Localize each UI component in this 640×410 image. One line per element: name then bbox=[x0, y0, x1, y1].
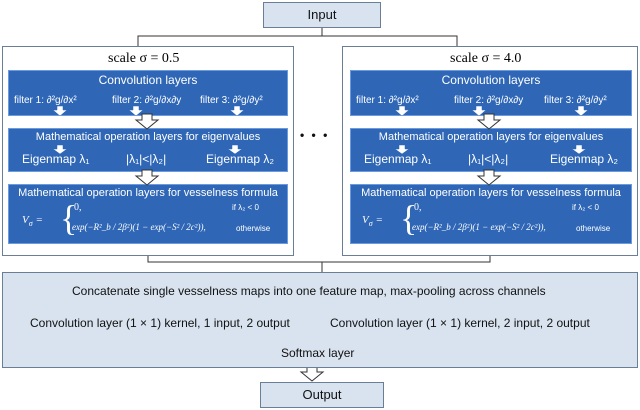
filter-2-left: filter 2: ∂²g/∂x∂y bbox=[112, 95, 182, 106]
eigen-title-right: Mathematical operation layers for eigenv… bbox=[378, 131, 604, 143]
formula-v-left: V bbox=[22, 214, 29, 226]
eigen-compare-left: |λ₁|<|λ₂| bbox=[126, 152, 167, 166]
eigen-compare-right: |λ₁|<|λ₂| bbox=[468, 152, 509, 166]
input-box: Input bbox=[263, 2, 381, 28]
vesselness-box-left bbox=[8, 184, 288, 244]
eigenmap-2-left: Eigenmap λ₂ bbox=[206, 152, 275, 166]
conv-layer-2-text: Convolution layer (1 × 1) kernel, 2 inpu… bbox=[330, 316, 590, 330]
conv-layer-1-text: Convolution layer (1 × 1) kernel, 1 inpu… bbox=[30, 316, 290, 330]
formula-case2-right: exp(−R²_b / 2β²)(1 − exp(−S² / 2c²)), bbox=[412, 222, 546, 232]
softmax-text: Softmax layer bbox=[281, 346, 355, 360]
filter-1-right: filter 1: ∂²g/∂x² bbox=[356, 95, 419, 106]
eigen-title-left: Mathematical operation layers for eigenv… bbox=[35, 131, 261, 143]
aggregation-box bbox=[2, 272, 638, 368]
formula-lhs-left: Vσ = bbox=[22, 214, 43, 229]
input-connector-left bbox=[137, 28, 323, 46]
formula-case1-left: 0, bbox=[74, 202, 82, 213]
input-label: Input bbox=[307, 7, 337, 22]
filter-3-left: filter 3: ∂²g/∂y² bbox=[200, 95, 263, 106]
scale-label-left: scale σ = 0.5 bbox=[108, 51, 180, 66]
input-connectors bbox=[137, 28, 458, 46]
formula-cond2-right: otherwise bbox=[576, 224, 611, 233]
formula-cond2-left: otherwise bbox=[236, 224, 271, 233]
vessel-title-right: Mathematical operation layers for vessel… bbox=[361, 187, 621, 199]
scale-label-right: scale σ = 4.0 bbox=[450, 51, 522, 66]
merge-connector-right bbox=[321, 256, 491, 272]
eigenmap-1-left: Eigenmap λ₁ bbox=[22, 152, 90, 166]
formula-brace-right: { bbox=[400, 198, 418, 238]
eigenmap-1-right: Eigenmap λ₁ bbox=[364, 152, 432, 166]
conv-title-right: Convolution layers bbox=[441, 73, 541, 87]
formula-cond1-left: if λ₂ < 0 bbox=[232, 203, 259, 212]
output-arrow bbox=[299, 365, 325, 382]
output-label: Output bbox=[302, 387, 342, 402]
formula-cond1-right: if λ₂ < 0 bbox=[572, 203, 599, 212]
formula-case1-right: 0, bbox=[414, 202, 422, 213]
formula-brace-left: { bbox=[60, 198, 78, 238]
filter-3-right: filter 3: ∂²g/∂y² bbox=[544, 95, 607, 106]
filter-2-right: filter 2: ∂²g/∂x∂y bbox=[454, 95, 524, 106]
formula-lhs-right: Vσ = bbox=[362, 214, 383, 229]
vessel-title-left: Mathematical operation layers for vessel… bbox=[18, 187, 278, 199]
formula-sub-left: σ bbox=[28, 219, 33, 229]
filter-1-left: filter 1: ∂²g/∂x² bbox=[14, 95, 77, 106]
formula-case2-left: exp(−R²_b / 2β²)(1 − exp(−S² / 2c²)), bbox=[72, 222, 206, 232]
input-connector-right bbox=[322, 35, 458, 46]
output-box: Output bbox=[260, 382, 384, 408]
ellipsis: • • • bbox=[300, 128, 330, 142]
formula-v-right: V bbox=[362, 214, 369, 226]
concat-text: Concatenate single vesselness maps into … bbox=[72, 284, 546, 298]
conv-title-left: Convolution layers bbox=[98, 73, 198, 87]
eigenmap-2-right: Eigenmap λ₂ bbox=[550, 152, 619, 166]
formula-sub-right: σ bbox=[368, 219, 373, 229]
merge-connector-left bbox=[147, 256, 322, 263]
